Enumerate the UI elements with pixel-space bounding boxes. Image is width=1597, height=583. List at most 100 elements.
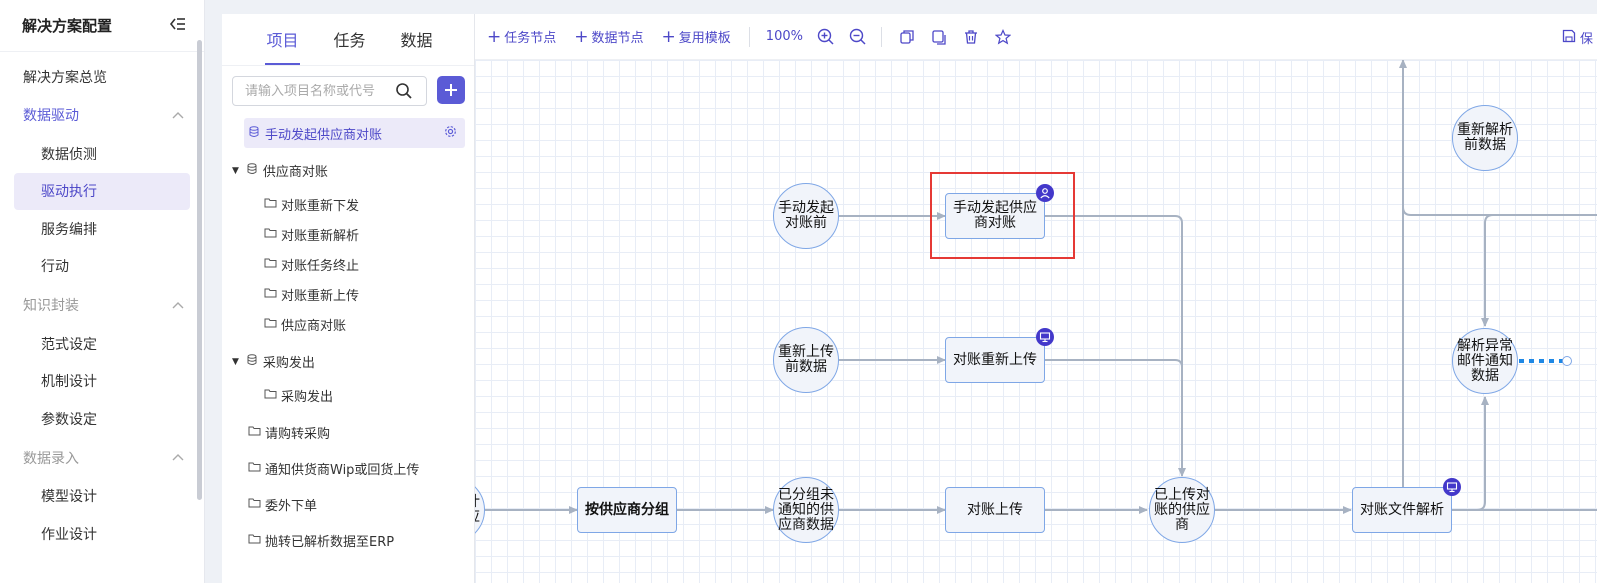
database-icon [247, 354, 259, 369]
tree-item[interactable]: 对账重新下发 [222, 189, 474, 219]
node-label: 手动发起对账前 [778, 200, 834, 231]
edge [1402, 206, 1597, 216]
tree-item-label: 通知供货商Wip或回货上传 [265, 462, 420, 478]
task-node[interactable]: 对账文件解析 [1352, 487, 1452, 533]
data-node[interactable]: 重新解析前数据 [1452, 105, 1518, 171]
task-node[interactable]: 对账上传 [945, 487, 1045, 533]
chevron-up-icon [172, 299, 184, 312]
folder-icon [248, 533, 261, 547]
tree-item-label: 对账重新解析 [281, 228, 360, 244]
task-node[interactable]: 手动发起供应商对账 [945, 193, 1045, 239]
sidebar-item-action[interactable]: 行动 [41, 259, 69, 276]
sidebar-group-knowledge[interactable]: 知识封装 [0, 285, 204, 325]
tree-group-supplier-recon[interactable]: ▼ 供应商对账 [222, 152, 474, 189]
sidebar-scrollbar[interactable] [197, 40, 202, 500]
collapse-sidebar-icon[interactable] [166, 17, 188, 35]
zoom-in-icon[interactable] [817, 28, 835, 46]
monitor-icon [1443, 478, 1461, 496]
reuse-template-button[interactable]: +复用模板 [662, 27, 731, 47]
tree-item[interactable]: 通知供货商Wip或回货上传 [222, 450, 474, 486]
zoom-out-icon[interactable] [849, 28, 867, 46]
sidebar-item-service-orchestration[interactable]: 服务编排 [41, 221, 97, 238]
tree-group-label: 供应商对账 [262, 165, 328, 180]
sidebar-group-label: 数据录入 [23, 450, 79, 467]
save-label: 保 [1579, 32, 1593, 47]
node-label: 对账重新上传 [953, 351, 1037, 368]
trash-icon[interactable] [962, 28, 980, 46]
caret-down-icon[interactable]: ▼ [232, 165, 239, 176]
sidebar-group-label: 知识封装 [23, 298, 79, 314]
sidebar-group-data-driven[interactable]: 数据驱动 [0, 95, 204, 135]
node-label: 计应 [475, 495, 480, 525]
canvas-toolbar: +任务节点 +数据节点 +复用模板 100% 保 [475, 14, 1597, 60]
folder-icon [248, 497, 261, 511]
tree-item[interactable]: 对账重新上传 [222, 279, 474, 309]
sidebar-group-data-entry[interactable]: 数据录入 [0, 438, 204, 478]
data-node[interactable]: 已上传对账的供应商 [1149, 477, 1215, 543]
chevron-up-icon [172, 109, 184, 122]
search-icon[interactable] [395, 82, 413, 100]
tree-item[interactable]: 抛转已解析数据至ERP [222, 522, 474, 558]
tab-project[interactable]: 项目 [249, 13, 316, 65]
edge [1045, 215, 1186, 477]
project-search-input[interactable] [245, 83, 395, 99]
task-node[interactable]: 按供应商分组 [577, 487, 677, 533]
paste-icon[interactable] [930, 28, 948, 46]
tree-item-label: 请购转采购 [265, 426, 331, 442]
tree-item[interactable]: 采购发出 [222, 380, 474, 410]
project-panel: 项目 任务 数据 手动发起供应商对账 ▼ 供应商对账 [222, 14, 475, 583]
button-label: 任务节点 [504, 31, 557, 46]
data-node[interactable]: 解析异常邮件通知数据 [1452, 328, 1518, 394]
folder-icon [264, 197, 277, 211]
connector-handle[interactable] [1562, 356, 1572, 366]
add-project-button[interactable] [437, 76, 465, 104]
data-node[interactable]: 重新上传前数据 [773, 327, 839, 393]
task-node[interactable]: 对账重新上传 [945, 337, 1045, 383]
tree-item-label: 对账重新下发 [281, 198, 360, 214]
tree-item[interactable]: 请购转采购 [222, 414, 474, 450]
copy-icon[interactable] [898, 28, 916, 46]
add-data-node-button[interactable]: +数据节点 [574, 27, 643, 47]
edge [1481, 214, 1597, 327]
node-label: 重新解析前数据 [1457, 122, 1513, 153]
folder-icon [264, 287, 277, 301]
search-box [232, 76, 427, 106]
sidebar-item-overview[interactable]: 解决方案总览 [23, 69, 107, 86]
sidebar: 解决方案配置 解决方案总览 数据驱动 数据侦测 驱动执行 服务编排 行动 知识封… [0, 0, 205, 583]
node-label: 手动发起供应商对账 [953, 200, 1037, 231]
data-node[interactable]: 手动发起对账前 [773, 183, 839, 249]
tab-task[interactable]: 任务 [333, 31, 366, 50]
star-icon[interactable] [994, 28, 1012, 46]
add-task-node-button[interactable]: +任务节点 [487, 27, 556, 47]
node-label: 重新上传前数据 [778, 344, 834, 375]
save-button[interactable]: 保 [1562, 28, 1593, 47]
tab-data[interactable]: 数据 [400, 31, 433, 50]
sidebar-item-params[interactable]: 参数设定 [41, 411, 97, 428]
sidebar-title: 解决方案配置 [22, 17, 113, 35]
gear-icon[interactable] [444, 125, 457, 142]
search-row [232, 76, 465, 106]
edge [1045, 359, 1183, 368]
tree-item[interactable]: 对账重新解析 [222, 219, 474, 249]
caret-down-icon[interactable]: ▼ [232, 356, 239, 367]
sidebar-item-mechanism[interactable]: 机制设计 [41, 374, 97, 391]
flow-canvas[interactable]: 手动发起对账前 手动发起供应商对账 重新上传前数据 对账重新上传 计应 按供应商… [475, 60, 1597, 583]
tree-item[interactable]: 对账任务终止 [222, 249, 474, 279]
sidebar-item-paradigm[interactable]: 范式设定 [41, 336, 97, 353]
sidebar-item-model-design[interactable]: 模型设计 [41, 489, 97, 506]
flow-edges [485, 60, 1597, 514]
database-icon [247, 163, 259, 178]
folder-icon [264, 227, 277, 241]
panel-tabs: 项目 任务 数据 [222, 14, 474, 66]
sidebar-header: 解决方案配置 [0, 0, 204, 52]
sidebar-item-drive-exec[interactable]: 驱动执行 [14, 172, 190, 210]
sidebar-item-data-detect[interactable]: 数据侦测 [41, 146, 97, 163]
tree-item[interactable]: 供应商对账 [222, 309, 474, 339]
tree-group-purchase-issue[interactable]: ▼ 采购发出 [222, 343, 474, 380]
data-node[interactable]: 已分组未通知的供应商数据 [773, 477, 839, 543]
node-label: 按供应商分组 [585, 501, 669, 518]
toolbar-divider [748, 26, 750, 47]
tree-item[interactable]: 委外下单 [222, 486, 474, 522]
tree-item-selected[interactable]: 手动发起供应商对账 [244, 118, 465, 148]
sidebar-item-job-design[interactable]: 作业设计 [41, 526, 97, 543]
